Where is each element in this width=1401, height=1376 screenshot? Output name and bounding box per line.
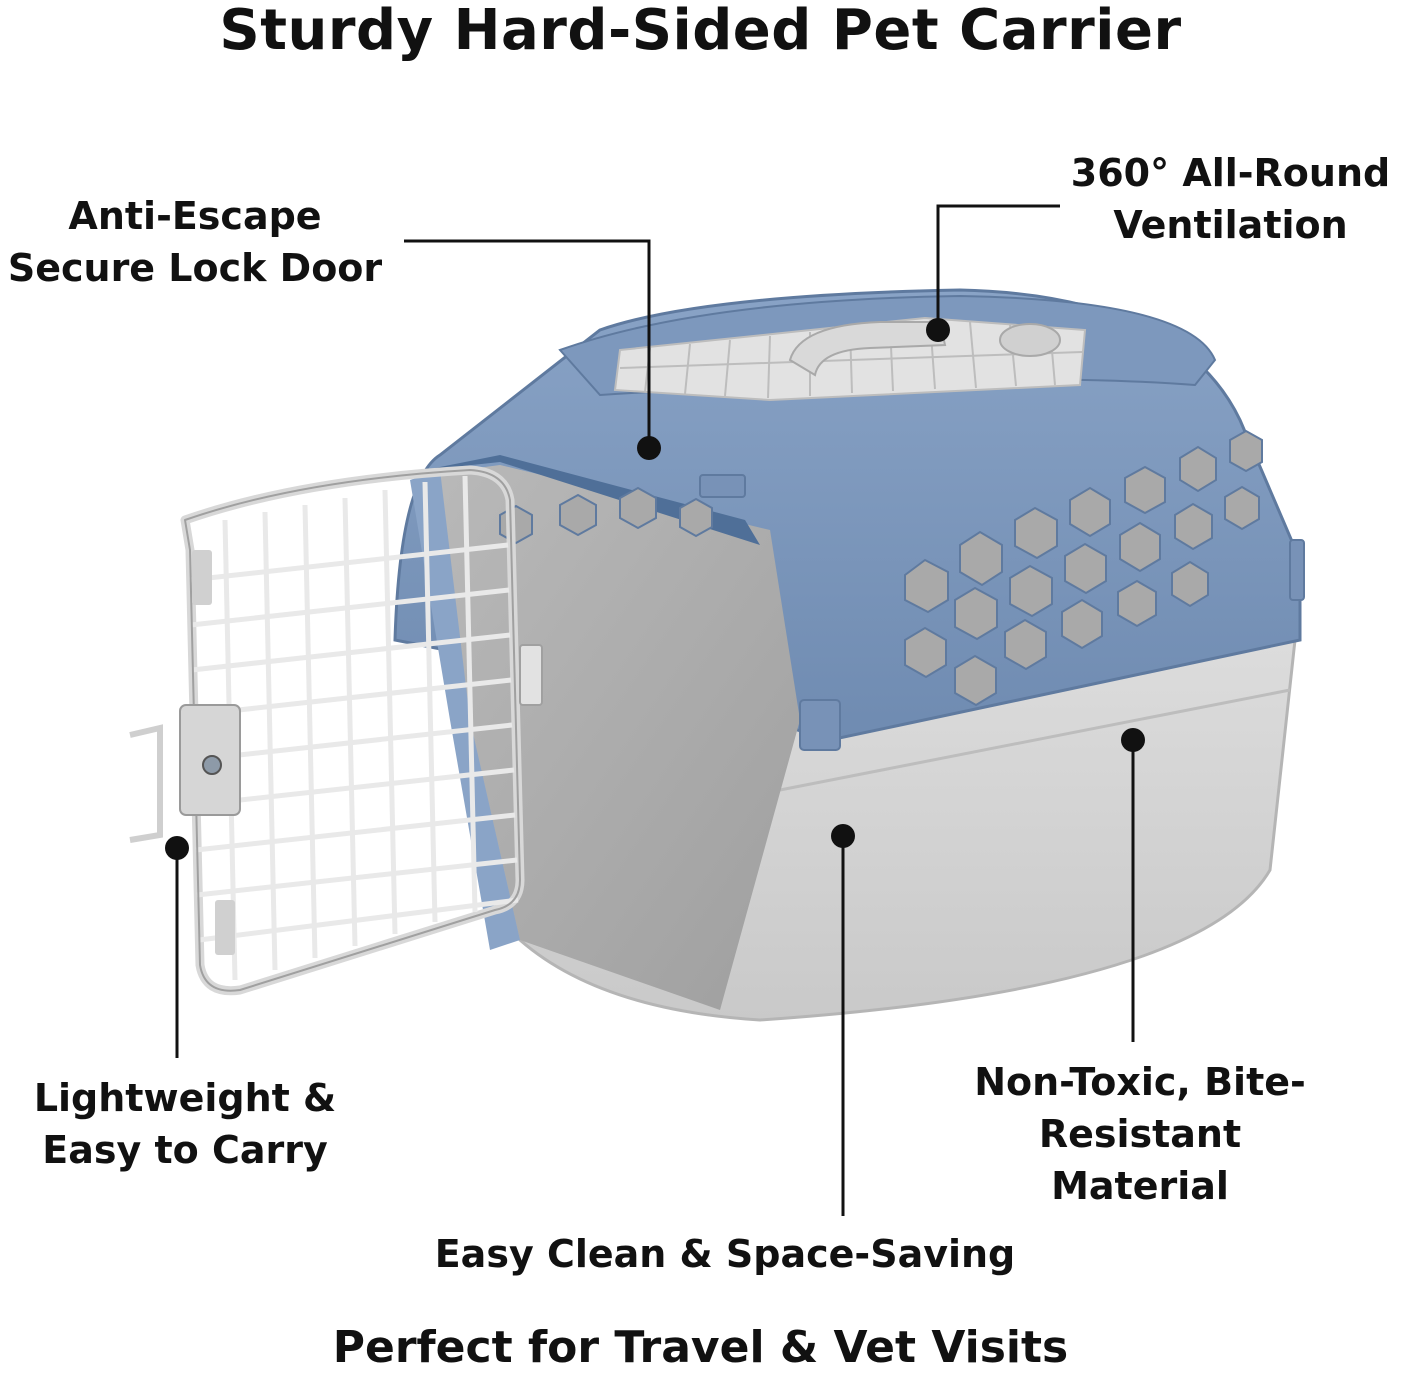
page-title: Sturdy Hard-Sided Pet Carrier — [219, 0, 1182, 63]
callout-dot-light — [165, 836, 189, 860]
tagline: Perfect for Travel & Vet Visits — [332, 1322, 1069, 1373]
callout-dot-material — [1121, 728, 1145, 752]
callout-dot-door — [637, 436, 661, 460]
callout-dots — [165, 318, 1145, 860]
top-vent-grille — [613, 316, 1087, 402]
callout-dot-vent — [926, 318, 950, 342]
wire-door — [180, 465, 525, 996]
feature-label-easy-clean: Easy Clean & Space-Saving — [434, 1232, 1016, 1276]
feature-label-ventilation: 360° All-Round Ventilation — [1070, 151, 1391, 247]
feature-label-lightweight: Lightweight & Easy to Carry — [33, 1076, 337, 1172]
door-latch — [129, 550, 543, 955]
callout-line-vent — [936, 204, 1060, 330]
callout-dot-clean — [831, 824, 855, 848]
feature-label-door-lock: Anti-Escape Secure Lock Door — [7, 194, 383, 290]
feature-label-material: Non-Toxic, Bite- Resistant Material — [974, 1060, 1306, 1208]
callout-lines — [175, 204, 1135, 1216]
side-hex-vents — [499, 429, 1263, 707]
callout-line-door — [404, 239, 651, 448]
shell-clips — [699, 474, 1305, 751]
